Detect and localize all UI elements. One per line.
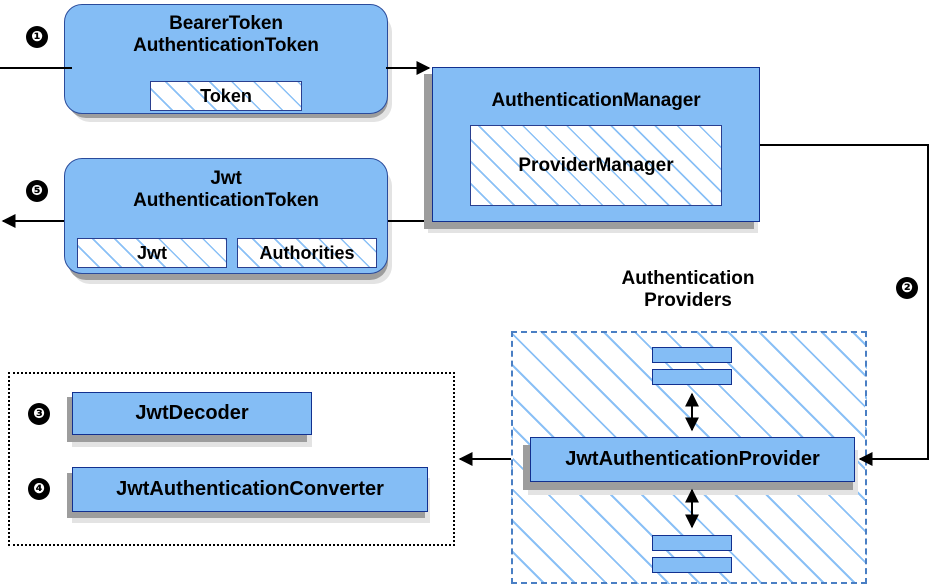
badge-2: ❷ — [896, 277, 918, 299]
jwt-authentication-provider-label: JwtAuthenticationProvider — [565, 448, 820, 470]
authentication-providers-caption: Authentication Providers — [558, 268, 818, 312]
inner-token[interactable]: Token — [150, 81, 302, 111]
inner-provider-manager[interactable]: ProviderManager — [470, 125, 722, 206]
node-jwt-authentication-provider[interactable]: JwtAuthenticationProvider — [530, 437, 855, 482]
jwt-token-title-line1: Jwt — [210, 168, 242, 189]
provider-stack-bar-top-2 — [652, 369, 732, 385]
bearer-token-title: BearerToken AuthenticationToken — [65, 13, 387, 56]
badge-3: ❸ — [28, 403, 50, 425]
badge-1: ❶ — [26, 26, 48, 48]
node-authentication-manager[interactable]: AuthenticationManager ProviderManager — [432, 67, 760, 222]
authentication-providers-caption-line1: Authentication — [621, 268, 755, 289]
provider-stack-bar-top-1 — [652, 347, 732, 363]
inner-provider-manager-label: ProviderManager — [518, 154, 674, 176]
bearer-token-title-line1: BearerToken — [169, 13, 283, 34]
jwt-token-title: Jwt AuthenticationToken — [65, 168, 387, 211]
bearer-token-title-line2: AuthenticationToken — [133, 34, 319, 56]
node-bearer-token-authentication-token[interactable]: BearerToken AuthenticationToken Token — [64, 4, 388, 114]
inner-jwt-label: Jwt — [136, 242, 167, 263]
jwt-decoder-label: JwtDecoder — [135, 402, 249, 424]
provider-stack-bar-bottom-2 — [652, 557, 732, 573]
node-jwt-authentication-token[interactable]: Jwt AuthenticationToken Jwt Authorities — [64, 158, 388, 274]
node-jwt-decoder[interactable]: JwtDecoder — [72, 392, 312, 435]
jwt-token-title-line2: AuthenticationToken — [133, 189, 319, 211]
jwt-authentication-converter-label: JwtAuthenticationConverter — [116, 478, 384, 500]
inner-token-label: Token — [200, 85, 252, 106]
inner-jwt[interactable]: Jwt — [77, 238, 227, 268]
inner-authorities-label: Authorities — [259, 242, 355, 263]
inner-authorities[interactable]: Authorities — [237, 238, 377, 268]
authentication-manager-title: AuthenticationManager — [491, 90, 701, 111]
authentication-providers-caption-line2: Providers — [644, 289, 732, 311]
node-jwt-authentication-converter[interactable]: JwtAuthenticationConverter — [72, 467, 428, 512]
provider-stack-bar-bottom-1 — [652, 535, 732, 551]
badge-4: ❹ — [28, 478, 50, 500]
jwt-support-components-container[interactable] — [8, 372, 455, 546]
badge-5: ❺ — [26, 180, 48, 202]
